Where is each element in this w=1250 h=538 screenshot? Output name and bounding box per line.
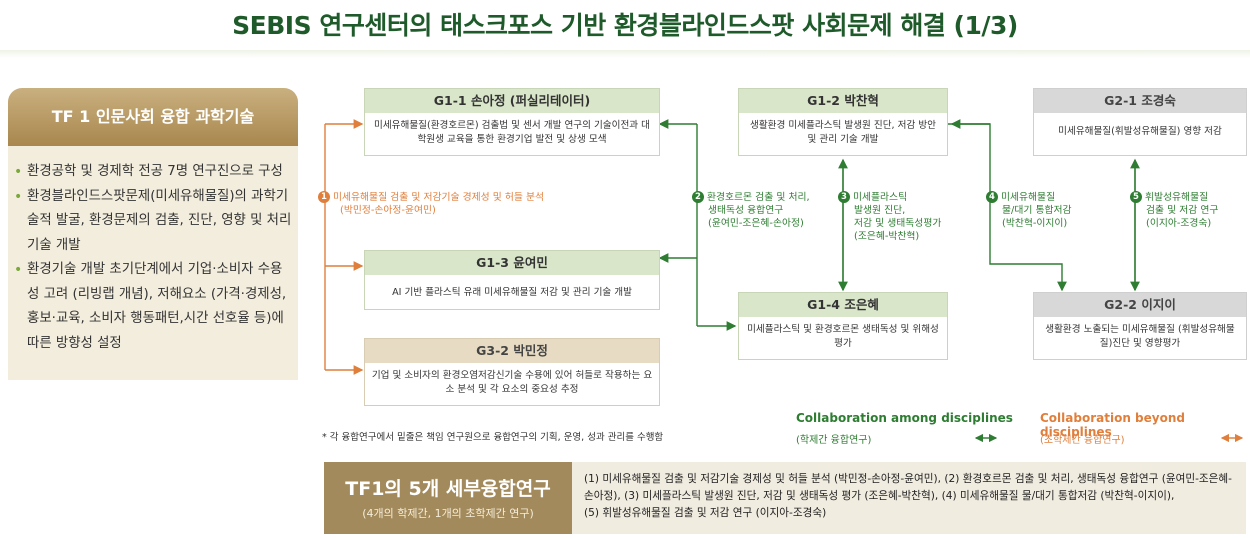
legend-beyond-title: Collaboration beyond disciplines <box>1040 411 1185 439</box>
legend-beyond-subtitle: (초학제간 융합연구) <box>1040 435 1125 446</box>
link-3-line2: 발생원 진단, <box>854 205 906 216</box>
box-g3-2: G3-2 박민정 기업 및 소비자의 환경오염저감신기술 수용에 있어 허들로 … <box>364 338 660 406</box>
link-1-text: 미세유해물질 검출 및 저감기술 경제성 및 허들 분석 <box>333 192 545 203</box>
link-4-line2: 물/대기 통합저감 <box>1002 205 1072 216</box>
box-g1-3-title: G1-3 윤여민 <box>365 251 659 275</box>
link-4-line <box>948 119 1067 292</box>
link-2-number: 2 <box>692 191 704 203</box>
tf1-bullet-2: 환경블라인드스팟문제(미세유해물질)의 과학기술적 발굴, 환경문제의 검출, … <box>14 185 294 259</box>
box-g1-4-desc: 미세플라스틱 및 환경호르몬 생태독성 및 위해성 평가 <box>747 324 939 349</box>
link-5-members: (이지아-조경숙) <box>1146 218 1212 229</box>
box-g2-1: G2-1 조경숙 미세유해물질(휘발성유해물질) 영향 저감 <box>1033 88 1247 156</box>
box-g2-2-title: G2-2 이지이 <box>1034 293 1246 317</box>
summary-line-3: (5) 휘발성유해물질 검출 및 저감 연구 (이지아-조경숙) <box>584 507 827 519</box>
tf1-title: TF 1 인문사회 융합 과학기술 <box>8 88 298 146</box>
link-2-line1: 환경호르몬 검출 및 처리, <box>707 192 810 203</box>
summary-line-1: (1) 미세유해물질 검출 및 저감기술 경제성 및 허들 분석 (박민정-손아… <box>584 473 1232 485</box>
link-3-line3: 저감 및 생태독성평가 <box>854 218 942 229</box>
link-1-members: (박민정-손아정-윤여민) <box>340 205 436 216</box>
link-1-line <box>324 119 364 375</box>
legend-among-title: Collaboration among disciplines <box>796 411 1013 425</box>
summary-subtitle: (4개의 학제간, 1개의 초학제간 연구) <box>362 507 534 520</box>
link-1-number: 1 <box>318 191 330 203</box>
link-2-members: (윤여민-조은혜-손아정) <box>708 218 804 229</box>
box-g1-4: G1-4 조은혜 미세플라스틱 및 환경호르몬 생태독성 및 위해성 평가 <box>738 292 948 360</box>
tf1-bullet-list: 환경공학 및 경제학 전공 7명 연구진으로 구성 환경블라인드스팟문제(미세유… <box>14 160 294 356</box>
tf1-bullet-1: 환경공학 및 경제학 전공 7명 연구진으로 구성 <box>14 160 294 185</box>
box-g1-1-desc: 미세유해물질(환경호르몬) 검출법 및 센서 개발 연구의 기술이전과 대학원생… <box>374 120 650 145</box>
box-g2-1-desc: 미세유해물질(휘발성유해물질) 영향 저감 <box>1058 126 1222 137</box>
box-g1-2-title: G1-2 박찬혁 <box>739 89 947 113</box>
box-g1-2-desc: 생활환경 미세플라스틱 발생원 진단, 저감 방안 및 관리 기술 개발 <box>750 120 936 145</box>
link-5-line1: 휘발성유해물질 <box>1145 192 1209 203</box>
summary-header: TF1의 5개 세부융합연구 (4개의 학제간, 1개의 초학제간 연구) <box>324 462 572 534</box>
summary-line-2: 손아정), (3) 미세플라스틱 발생원 진단, 저감 및 생태독성 평가 (조… <box>584 490 1175 502</box>
box-g1-1: G1-1 손아정 (퍼실리테이터) 미세유해물질(환경호르몬) 검출법 및 센서… <box>364 88 660 156</box>
box-g1-2: G1-2 박찬혁 생활환경 미세플라스틱 발생원 진단, 저감 방안 및 관리 … <box>738 88 948 156</box>
link-3-number: 3 <box>838 191 850 203</box>
summary-detail: (1) 미세유해물질 검출 및 저감기술 경제성 및 허들 분석 (박민정-손아… <box>572 462 1246 534</box>
box-g1-3-desc: AI 기반 플라스틱 유래 미세유해물질 저감 및 관리 기술 개발 <box>392 287 632 298</box>
link-2-line <box>658 119 737 331</box>
legend-among-subtitle: (학제간 융합연구) <box>796 435 872 446</box>
box-g2-2: G2-2 이지이 생활환경 노출되는 미세유해물질 (휘발성유해물질)진단 및 … <box>1033 292 1247 360</box>
box-g1-1-title: G1-1 손아정 (퍼실리테이터) <box>365 89 659 113</box>
link-4-line1: 미세유해물질 <box>1001 192 1056 203</box>
link-5-number: 5 <box>1130 191 1142 203</box>
link-2-line2: 생태독성 융합연구 <box>708 205 784 216</box>
link-4-number: 4 <box>986 191 998 203</box>
footnote: * 각 융합연구에서 밑줄은 책임 연구원으로 융합연구의 기획, 운영, 성과… <box>322 432 664 443</box>
summary-title: TF1의 5개 세부융합연구 <box>345 478 551 500</box>
box-g3-2-desc: 기업 및 소비자의 환경오염저감신기술 수용에 있어 허들로 작용하는 요소 분… <box>371 370 653 395</box>
box-g3-2-title: G3-2 박민정 <box>365 339 659 363</box>
page-title: SEBIS 연구센터의 태스크포스 기반 환경블라인드스팟 사회문제 해결 (1… <box>232 11 1018 40</box>
tf1-bullet-3: 환경기술 개발 초기단계에서 기업·소비자 수용성 고려 (리빙랩 개념), 저… <box>14 258 294 356</box>
box-g1-3: G1-3 윤여민 AI 기반 플라스틱 유래 미세유해물질 저감 및 관리 기술… <box>364 250 660 310</box>
box-g2-1-title: G2-1 조경숙 <box>1034 89 1246 113</box>
link-4-members: (박찬혁-이지이) <box>1002 218 1068 229</box>
box-g2-2-desc: 생활환경 노출되는 미세유해물질 (휘발성유해물질)진단 및 영향평가 <box>1045 324 1235 349</box>
link-5-line2: 검출 및 저감 연구 <box>1146 205 1219 216</box>
link-3-line1: 미세플라스틱 <box>853 192 908 203</box>
box-g1-4-title: G1-4 조은혜 <box>739 293 947 317</box>
title-band <box>0 50 1250 58</box>
link-3-members: (조은혜-박찬혁) <box>854 231 920 242</box>
